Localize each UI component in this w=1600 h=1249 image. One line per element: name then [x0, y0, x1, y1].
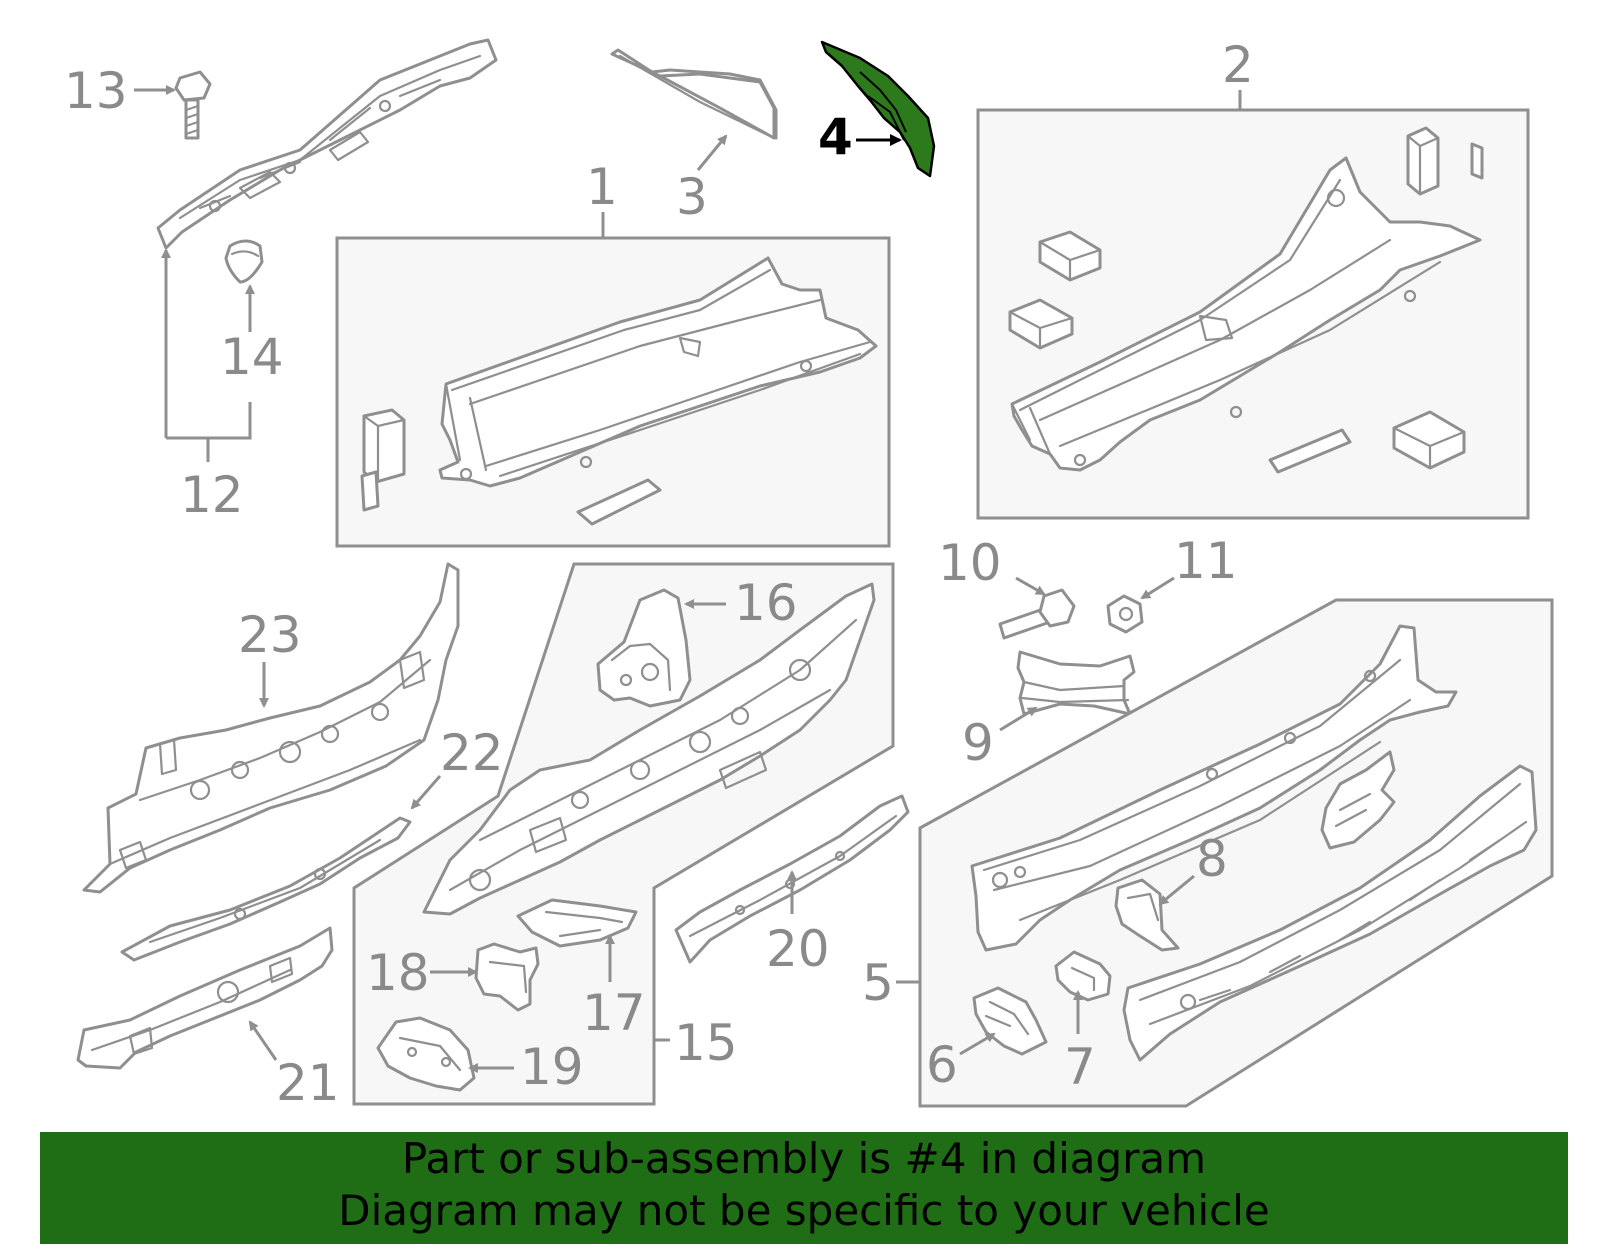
callout-9: 9 [962, 714, 994, 772]
callout-17: 17 [582, 984, 646, 1042]
callout-21: 21 [276, 1054, 340, 1112]
callout-1: 1 [586, 158, 618, 216]
part-2-cowl [1008, 126, 1484, 474]
part-11-nut [1106, 594, 1144, 634]
part-1-cowl [360, 256, 878, 526]
part-3-bracket [610, 48, 778, 140]
part-23-dash-panel [82, 562, 460, 894]
callout-5: 5 [862, 954, 894, 1012]
callout-12: 12 [180, 466, 244, 524]
info-banner: Part or sub-assembly is #4 in diagram Di… [40, 1132, 1568, 1244]
callout-14: 14 [220, 328, 284, 386]
banner-line-1: Part or sub-assembly is #4 in diagram [401, 1134, 1207, 1183]
callout-10: 10 [938, 534, 1002, 592]
callout-20: 20 [766, 920, 830, 978]
callout-11: 11 [1174, 532, 1238, 590]
callout-7: 7 [1064, 1038, 1096, 1096]
part-10-bolt [998, 588, 1076, 640]
part-12-rail [156, 38, 498, 250]
callout-22: 22 [440, 724, 504, 782]
callout-15: 15 [674, 1014, 738, 1072]
part-4-highlighted [820, 40, 936, 178]
callout-8: 8 [1196, 830, 1228, 888]
callout-16: 16 [734, 574, 798, 632]
callout-6: 6 [926, 1036, 958, 1094]
leader-lines [134, 85, 1242, 1073]
callout-23: 23 [238, 606, 302, 664]
part-14-plug [224, 239, 264, 284]
callout-19: 19 [520, 1038, 584, 1096]
callout-labels: 13 12 14 3 4 1 2 10 11 9 16 23 22 21 20 … [64, 36, 1254, 1112]
part-22-reinforcement [120, 816, 412, 962]
callout-3: 3 [676, 168, 708, 226]
banner-line-2: Diagram may not be specific to your vehi… [338, 1186, 1270, 1235]
callout-13: 13 [64, 62, 128, 120]
callout-18: 18 [366, 944, 430, 1002]
callout-2: 2 [1222, 36, 1254, 94]
part-9-bracket [1016, 650, 1136, 716]
callout-4: 4 [818, 108, 853, 166]
part-15-assembly [376, 582, 876, 1092]
part-21-lower-panel [76, 926, 334, 1070]
part-13-bolt [174, 70, 212, 140]
part-5-assembly [970, 624, 1538, 1062]
